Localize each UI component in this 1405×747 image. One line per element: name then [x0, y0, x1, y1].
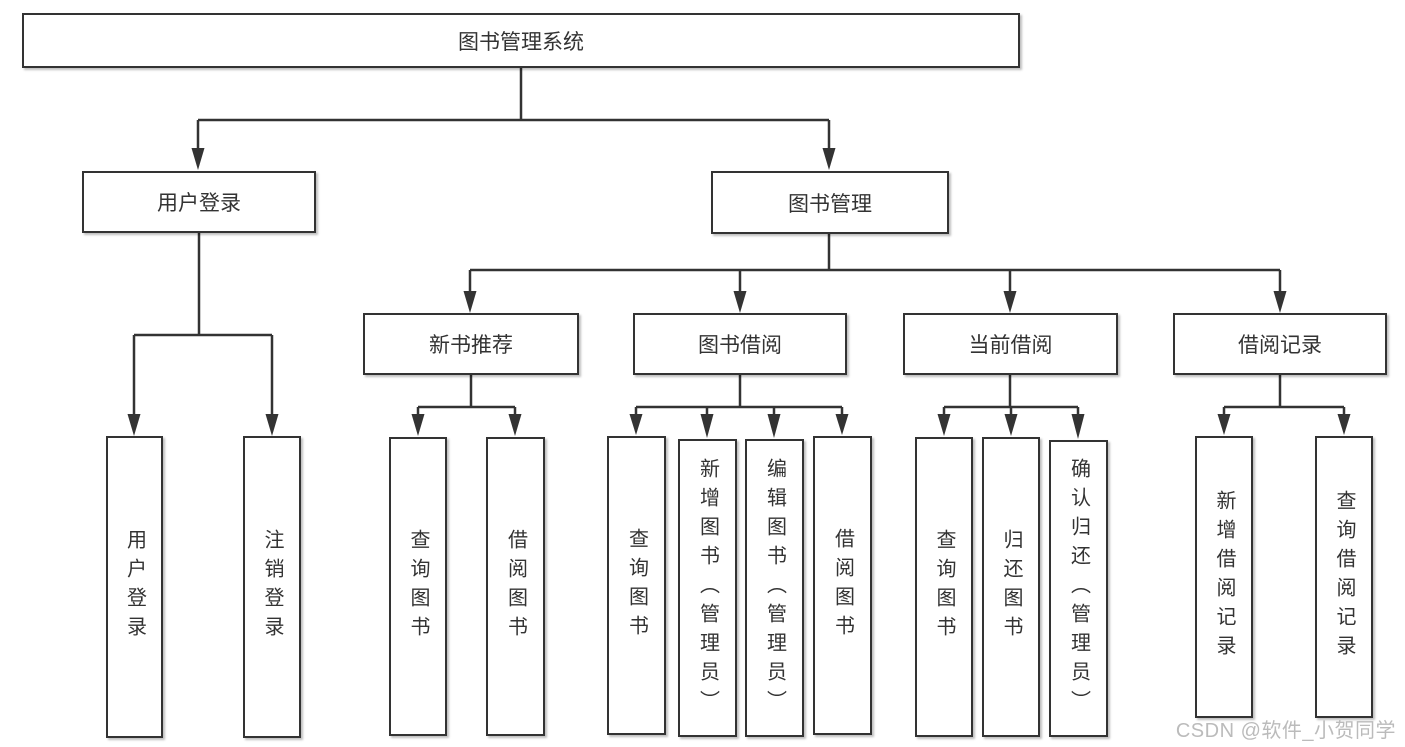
leaf-label: 注销登录 — [261, 529, 283, 645]
leaf-query-books-borrowing: 查询图书 — [607, 436, 666, 735]
leaf-label: 查询图书 — [407, 528, 429, 645]
leaf-label: 新增借阅记录 — [1213, 490, 1235, 664]
leaf-label: 借阅图书 — [504, 528, 527, 645]
leaf-label: 编辑图书（管理员） — [763, 457, 786, 719]
leaf-add-borrow-record: 新增借阅记录 — [1195, 436, 1253, 718]
leaf-label: 查询借阅记录 — [1333, 490, 1355, 664]
csdn-watermark: CSDN @软件_小贺同学 — [1175, 720, 1396, 742]
leaf-user-login: 用户登录 — [106, 436, 163, 738]
leaf-label: 查询图书 — [625, 527, 648, 644]
leaf-query-books-current: 查询图书 — [915, 437, 973, 737]
node-label: 新书推荐 — [429, 334, 513, 357]
leaf-query-books-recommend: 查询图书 — [389, 437, 447, 736]
leaf-label: 查询图书 — [933, 529, 955, 645]
connector-borrow-record-split — [1217, 375, 1351, 435]
node-new-book-recommendation: 新书推荐 — [363, 313, 579, 375]
connector-book-management-split — [463, 233, 1287, 313]
leaf-return-books: 归还图书 — [982, 437, 1040, 737]
leaf-borrow-books-borrowing: 借阅图书 — [813, 436, 872, 735]
node-label: 当前借阅 — [968, 334, 1053, 357]
node-label: 图书借阅 — [698, 334, 782, 357]
leaf-label: 新增图书（管理员） — [696, 457, 719, 719]
node-current-borrowing: 当前借阅 — [903, 313, 1118, 375]
node-label: 图书管理 — [788, 192, 872, 216]
leaf-label: 借阅图书 — [831, 527, 854, 644]
node-library-management-system: 图书管理系统 — [22, 13, 1020, 68]
leaf-logout: 注销登录 — [243, 436, 301, 738]
connector-user-login-split — [127, 233, 279, 436]
connector-book-borrow-split — [629, 375, 849, 438]
leaf-add-book-admin: 新增图书（管理员） — [678, 439, 737, 737]
leaf-borrow-books-recommend: 借阅图书 — [486, 437, 545, 736]
leaf-label: 归还图书 — [1000, 529, 1022, 645]
node-label: 借阅记录 — [1238, 334, 1322, 357]
node-label: 图书管理系统 — [458, 30, 584, 54]
leaf-label: 确认归还（管理员） — [1067, 458, 1090, 719]
leaf-label: 用户登录 — [123, 529, 146, 645]
connector-current-borrow-split — [937, 375, 1085, 439]
node-book-borrowing: 图书借阅 — [633, 313, 847, 375]
leaf-confirm-return-admin: 确认归还（管理员） — [1049, 440, 1108, 737]
leaf-query-borrow-record: 查询借阅记录 — [1315, 436, 1373, 718]
node-book-management: 图书管理 — [711, 171, 949, 234]
node-user-login: 用户登录 — [82, 171, 316, 233]
node-label: 用户登录 — [157, 192, 241, 215]
node-borrowing-records: 借阅记录 — [1173, 313, 1387, 375]
connector-root-split — [191, 68, 836, 170]
connector-new-book-split — [411, 375, 522, 436]
leaf-edit-book-admin: 编辑图书（管理员） — [745, 439, 804, 737]
